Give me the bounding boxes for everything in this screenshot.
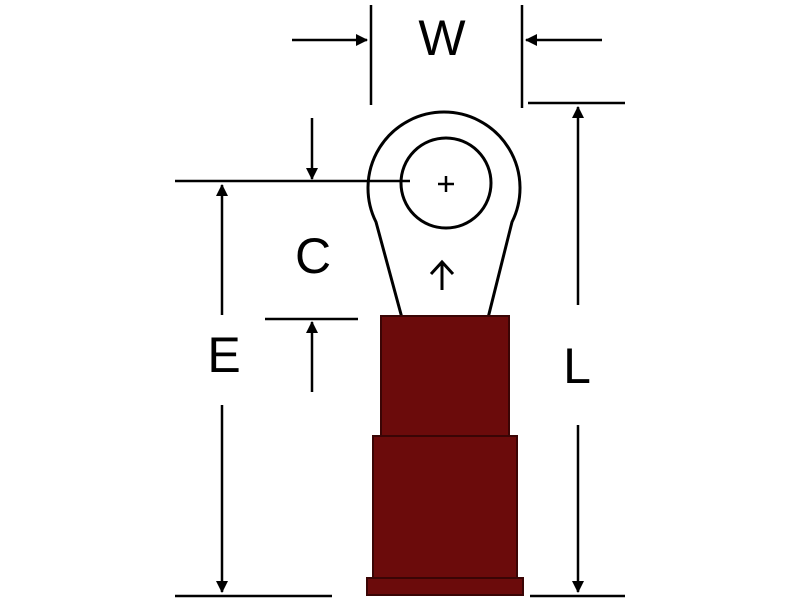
width-dimension	[292, 5, 602, 108]
hole-center-mark	[438, 176, 454, 192]
barrel-flange	[366, 577, 524, 596]
extension-lines	[175, 101, 625, 598]
label-length: L	[563, 338, 591, 394]
label-width: W	[418, 10, 466, 66]
insulated-barrel	[366, 315, 524, 596]
label-center: C	[295, 228, 331, 284]
barrel-lower-sleeve	[372, 435, 518, 579]
tongue-arrow-icon	[429, 259, 455, 290]
barrel-upper-sleeve	[380, 315, 510, 437]
label-edge: E	[207, 327, 240, 383]
